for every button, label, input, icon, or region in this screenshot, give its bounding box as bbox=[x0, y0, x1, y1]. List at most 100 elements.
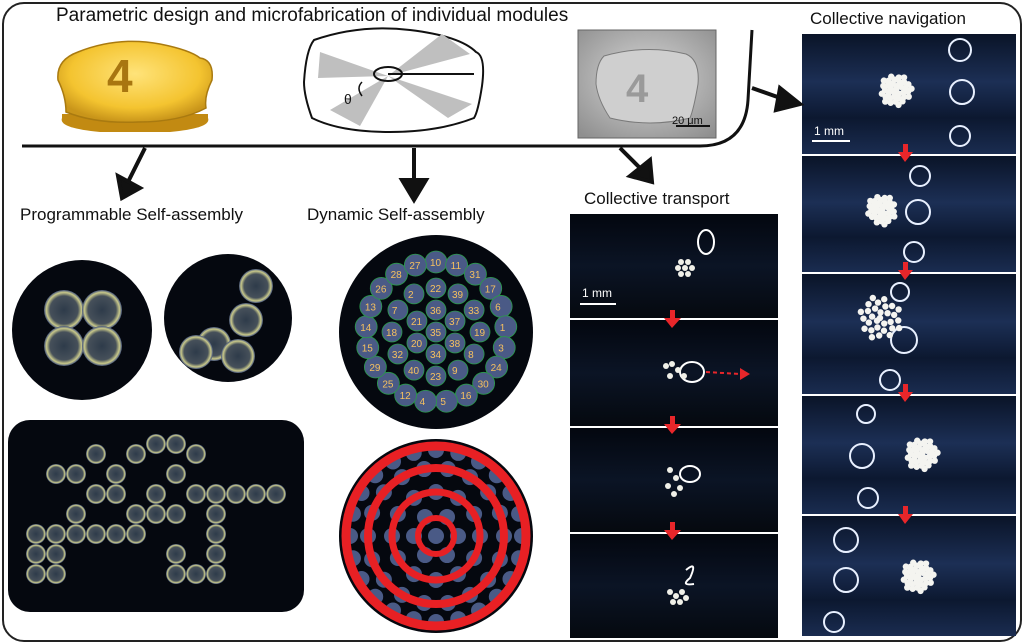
numbered-cell bbox=[425, 343, 447, 365]
cell-number-label: 31 bbox=[469, 270, 481, 281]
numbered-cell bbox=[394, 383, 418, 407]
chain-cell bbox=[126, 524, 146, 544]
section-divider bbox=[22, 29, 754, 148]
chain-cell bbox=[206, 524, 226, 544]
gold-module-icon: 4 bbox=[57, 40, 213, 132]
microrobot bbox=[931, 445, 938, 452]
chain-cell bbox=[166, 544, 186, 564]
cell-number-label: 40 bbox=[408, 366, 420, 377]
chain-cell bbox=[146, 504, 166, 524]
cell-number-label: 14 bbox=[360, 323, 372, 334]
microrobot bbox=[868, 313, 876, 320]
chain-cell bbox=[226, 484, 246, 504]
numbered-cell bbox=[403, 253, 427, 277]
microrobot bbox=[888, 302, 896, 310]
transport-scale-label: 1 mm bbox=[582, 286, 612, 300]
numbered-cell bbox=[406, 332, 428, 354]
angle-schematic-icon: θ bbox=[302, 27, 485, 134]
microrobot bbox=[927, 567, 934, 574]
numbered-cell bbox=[479, 276, 503, 300]
transport-title: Collective transport bbox=[584, 189, 730, 208]
microrobot bbox=[860, 315, 867, 322]
microrobot bbox=[881, 221, 888, 228]
cell-number-label: 38 bbox=[449, 339, 461, 350]
chain-cell bbox=[166, 564, 186, 584]
numbered-cell bbox=[403, 283, 425, 305]
chain-cell bbox=[206, 484, 226, 504]
microrobot bbox=[869, 294, 877, 302]
numbered-cell bbox=[385, 262, 408, 286]
chain-cell bbox=[186, 444, 206, 464]
microrobot bbox=[904, 584, 911, 591]
microrobot bbox=[922, 560, 930, 567]
microrobot bbox=[880, 82, 887, 90]
microrobot bbox=[921, 465, 928, 473]
microrobot bbox=[895, 101, 902, 109]
microrobot bbox=[890, 201, 898, 208]
cell-number-label: 22 bbox=[430, 284, 442, 295]
numbered-cell bbox=[435, 389, 458, 413]
navigation-scale-label: 1 mm bbox=[814, 124, 844, 138]
microrobot bbox=[890, 208, 897, 215]
microrobot bbox=[906, 441, 914, 448]
microrobot bbox=[910, 559, 917, 566]
cell-number-label: 13 bbox=[365, 302, 377, 313]
chain-cell bbox=[66, 524, 86, 544]
transport-frame-1 bbox=[570, 214, 778, 318]
chain-cell bbox=[106, 484, 126, 504]
microrobot bbox=[861, 325, 868, 332]
microrobot bbox=[868, 334, 876, 341]
chain-cell bbox=[166, 504, 186, 524]
cell-number-label: 39 bbox=[452, 290, 464, 301]
ring-cell bbox=[428, 528, 444, 544]
cell-number-label: 6 bbox=[495, 302, 501, 313]
cell-number-label: 19 bbox=[474, 328, 486, 339]
cell-number-label: 37 bbox=[449, 317, 461, 328]
chain-cell bbox=[26, 524, 46, 544]
cell-number-label: 12 bbox=[400, 391, 412, 402]
numbered-cell bbox=[387, 299, 409, 321]
chain-cell bbox=[146, 484, 166, 504]
numbered-cell bbox=[403, 359, 425, 381]
microrobot bbox=[886, 331, 893, 339]
cell-number-label: 7 bbox=[392, 306, 398, 317]
microrobot bbox=[931, 457, 938, 464]
chain-cell bbox=[126, 504, 146, 524]
chain-cell bbox=[206, 564, 226, 584]
microrobot bbox=[868, 327, 875, 334]
microrobot bbox=[926, 438, 934, 445]
numbered-cell bbox=[359, 295, 383, 318]
numbered-cell bbox=[494, 315, 518, 339]
ring-assembly-image bbox=[339, 439, 533, 633]
flow-arrows bbox=[115, 84, 805, 204]
numbered-cell bbox=[489, 295, 513, 318]
cell-number-label: 26 bbox=[375, 284, 387, 295]
module-number: 4 bbox=[107, 50, 133, 102]
microrobot bbox=[857, 308, 865, 316]
numbered-cell bbox=[414, 389, 437, 413]
numbered-cell bbox=[406, 310, 428, 332]
chain-cell bbox=[146, 434, 166, 454]
cell-number-label: 33 bbox=[468, 306, 480, 317]
numbered-cell bbox=[425, 365, 447, 387]
microrobot bbox=[902, 563, 910, 570]
cell-number-label: 34 bbox=[430, 350, 442, 361]
microrobot bbox=[884, 309, 891, 317]
microrobot bbox=[867, 197, 874, 205]
chain-assembly-cells bbox=[26, 434, 286, 584]
cell-number-label: 9 bbox=[452, 366, 458, 377]
numbered-cell bbox=[376, 371, 400, 395]
programmable-title: Programmable Self-assembly bbox=[20, 205, 243, 224]
cell-number-label: 20 bbox=[411, 339, 423, 350]
numbered-cell bbox=[425, 277, 447, 299]
cell-number-label: 28 bbox=[391, 270, 403, 281]
microrobot bbox=[866, 202, 873, 210]
cell-number-label: 11 bbox=[451, 261, 462, 272]
chain-cell bbox=[166, 464, 186, 484]
microrobot bbox=[902, 568, 909, 576]
microrobot bbox=[887, 99, 894, 106]
microrobot bbox=[881, 320, 888, 327]
microrobot bbox=[908, 85, 915, 92]
